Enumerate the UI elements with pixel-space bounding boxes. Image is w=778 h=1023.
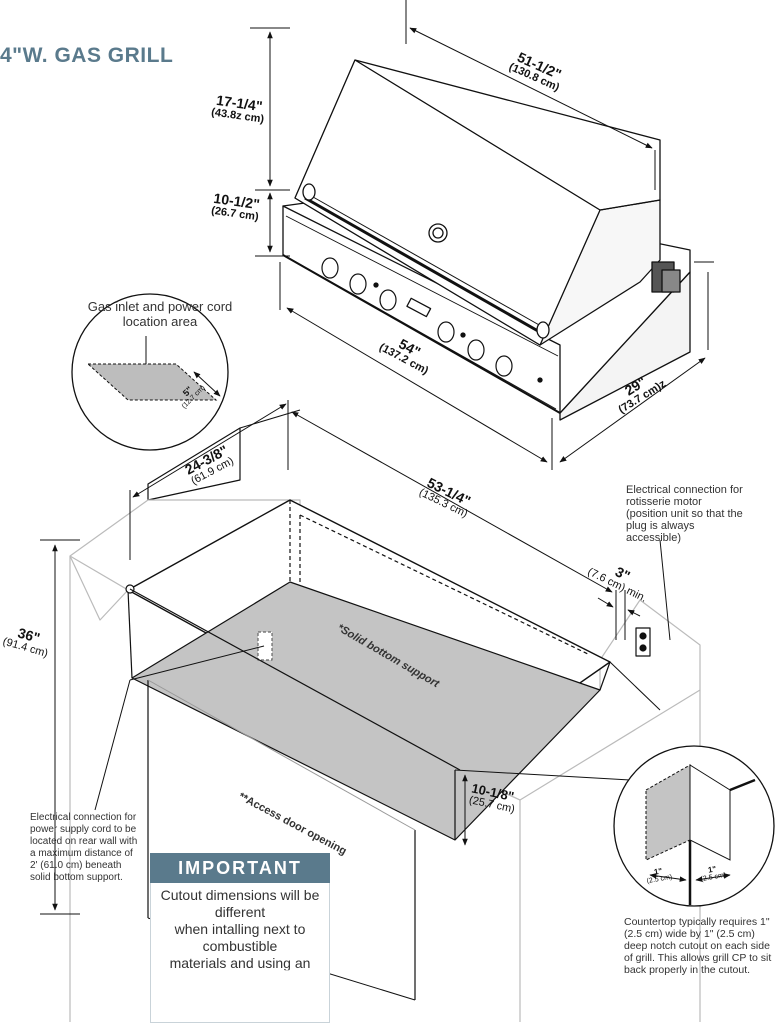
page-title: 4"W. GAS GRILL — [0, 44, 174, 67]
notch-detail — [613, 745, 775, 907]
grill-unit — [282, 59, 691, 421]
power-supply-note: Electrical connection for power supply c… — [30, 812, 138, 883]
important-heading: IMPORTANT — [150, 853, 330, 883]
important-line-1: Cutout dimensions will be different — [160, 887, 320, 920]
gas-inlet-label: Gas inlet and power cord location area — [87, 299, 233, 329]
countertop-note: Countertop typically requires 1" (2.5 cm… — [624, 916, 772, 976]
important-body: Cutout dimensions will be different when… — [150, 883, 330, 1023]
important-line-3: materials and using an IN.IK — [169, 955, 311, 988]
important-box: IMPORTANT Cutout dimensions will be diff… — [150, 853, 330, 1023]
cabinet — [69, 409, 701, 1022]
rotisserie-note: Electrical connection for rotisserie mot… — [626, 484, 743, 544]
important-line-2: when intalling next to combustible — [174, 921, 306, 954]
